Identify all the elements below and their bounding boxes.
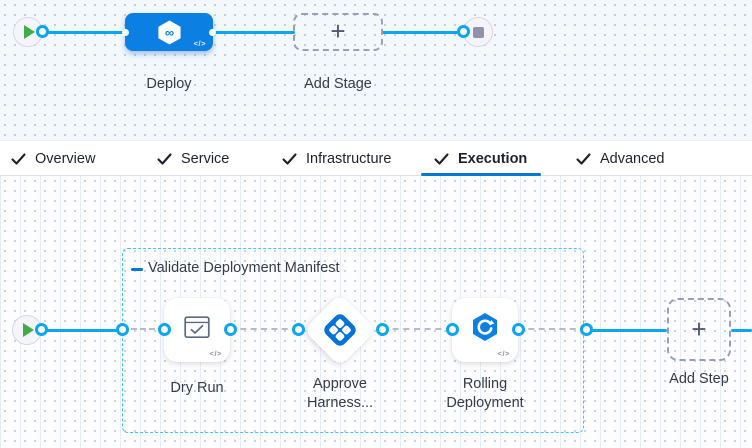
tab-execution[interactable]: Execution	[434, 141, 527, 176]
dashed-connector-line	[122, 328, 164, 330]
play-icon	[23, 323, 34, 337]
execution-graph-canvas[interactable]: Validate Deployment Manifest </> Dry Run	[0, 176, 752, 448]
plus-icon: +	[691, 313, 707, 344]
step-group-label: Validate Deployment Manifest	[148, 260, 340, 276]
connector-line	[731, 329, 752, 332]
connector-line	[41, 329, 122, 332]
connector-ring	[36, 25, 49, 38]
rolling-deployment-hexagon-icon	[473, 313, 497, 341]
step-label: Dry Run	[170, 380, 224, 396]
add-step-label: Add Step	[669, 371, 729, 387]
active-tab-underline	[421, 173, 541, 176]
tab-advanced[interactable]: Advanced	[576, 141, 665, 176]
check-icon	[157, 152, 172, 165]
step-node-rolling-deployment[interactable]: </>	[452, 298, 518, 362]
connector-line	[211, 31, 295, 34]
connector-ring	[224, 323, 237, 336]
harness-approval-icon	[324, 314, 356, 346]
harness-cd-hexagon-icon: ∞	[157, 19, 181, 45]
connector-line	[586, 329, 667, 332]
connector-ring	[580, 323, 593, 336]
stage-label: Deploy	[146, 76, 192, 92]
connector-ring	[292, 323, 305, 336]
connector-ring	[35, 323, 48, 336]
tab-label: Advanced	[600, 150, 665, 167]
yaml-code-icon[interactable]: </>	[209, 348, 222, 358]
edge-dot	[209, 28, 216, 36]
connector-line	[381, 31, 465, 34]
dashed-connector-line	[382, 328, 452, 330]
check-icon	[282, 152, 297, 165]
connector-ring	[158, 323, 171, 336]
window-check-icon	[184, 315, 210, 338]
connector-ring	[446, 323, 459, 336]
add-stage-label: Add Stage	[304, 76, 372, 92]
check-icon	[576, 152, 591, 165]
tab-infrastructure[interactable]: Infrastructure	[282, 141, 391, 176]
tab-overview[interactable]: Overview	[11, 141, 95, 176]
add-stage-button[interactable]: +	[293, 13, 383, 51]
svg-text:∞: ∞	[164, 24, 173, 39]
tab-label: Overview	[35, 150, 96, 167]
tab-label: Infrastructure	[306, 150, 392, 167]
stage-node-deploy[interactable]: ∞ </>	[122, 13, 216, 51]
yaml-code-icon[interactable]: </>	[497, 348, 510, 358]
step-label: Rolling Deployment	[446, 376, 524, 411]
tab-service[interactable]: Service	[157, 141, 229, 176]
check-icon	[11, 152, 26, 165]
tab-label: Service	[181, 150, 230, 167]
step-label: Approve Harness...	[306, 376, 374, 411]
stage-config-tabbar: Overview Service Infrastructure Executio…	[0, 140, 752, 176]
step-node-approval[interactable]	[303, 293, 377, 367]
tab-label: Execution	[458, 150, 528, 167]
check-icon	[434, 152, 449, 165]
stop-icon	[472, 26, 484, 38]
step-group-box[interactable]	[122, 248, 584, 433]
connector-line	[42, 31, 127, 34]
play-icon	[24, 25, 35, 39]
collapse-dash-icon[interactable]	[131, 268, 143, 271]
yaml-code-icon[interactable]: </>	[193, 38, 206, 48]
edge-dot	[122, 28, 129, 36]
dashed-connector-line	[230, 328, 298, 330]
stage-graph-canvas[interactable]: ∞ </> Deploy + Add Stage	[0, 0, 752, 140]
connector-ring	[512, 323, 525, 336]
connector-ring	[376, 323, 389, 336]
step-group-title[interactable]: Validate Deployment Manifest	[131, 260, 340, 276]
plus-icon: +	[330, 16, 346, 46]
dashed-connector-line	[518, 328, 586, 330]
add-step-button[interactable]: +	[667, 298, 731, 361]
connector-ring	[116, 323, 129, 336]
connector-ring	[457, 25, 470, 38]
step-node-dry-run[interactable]: </>	[164, 298, 230, 362]
